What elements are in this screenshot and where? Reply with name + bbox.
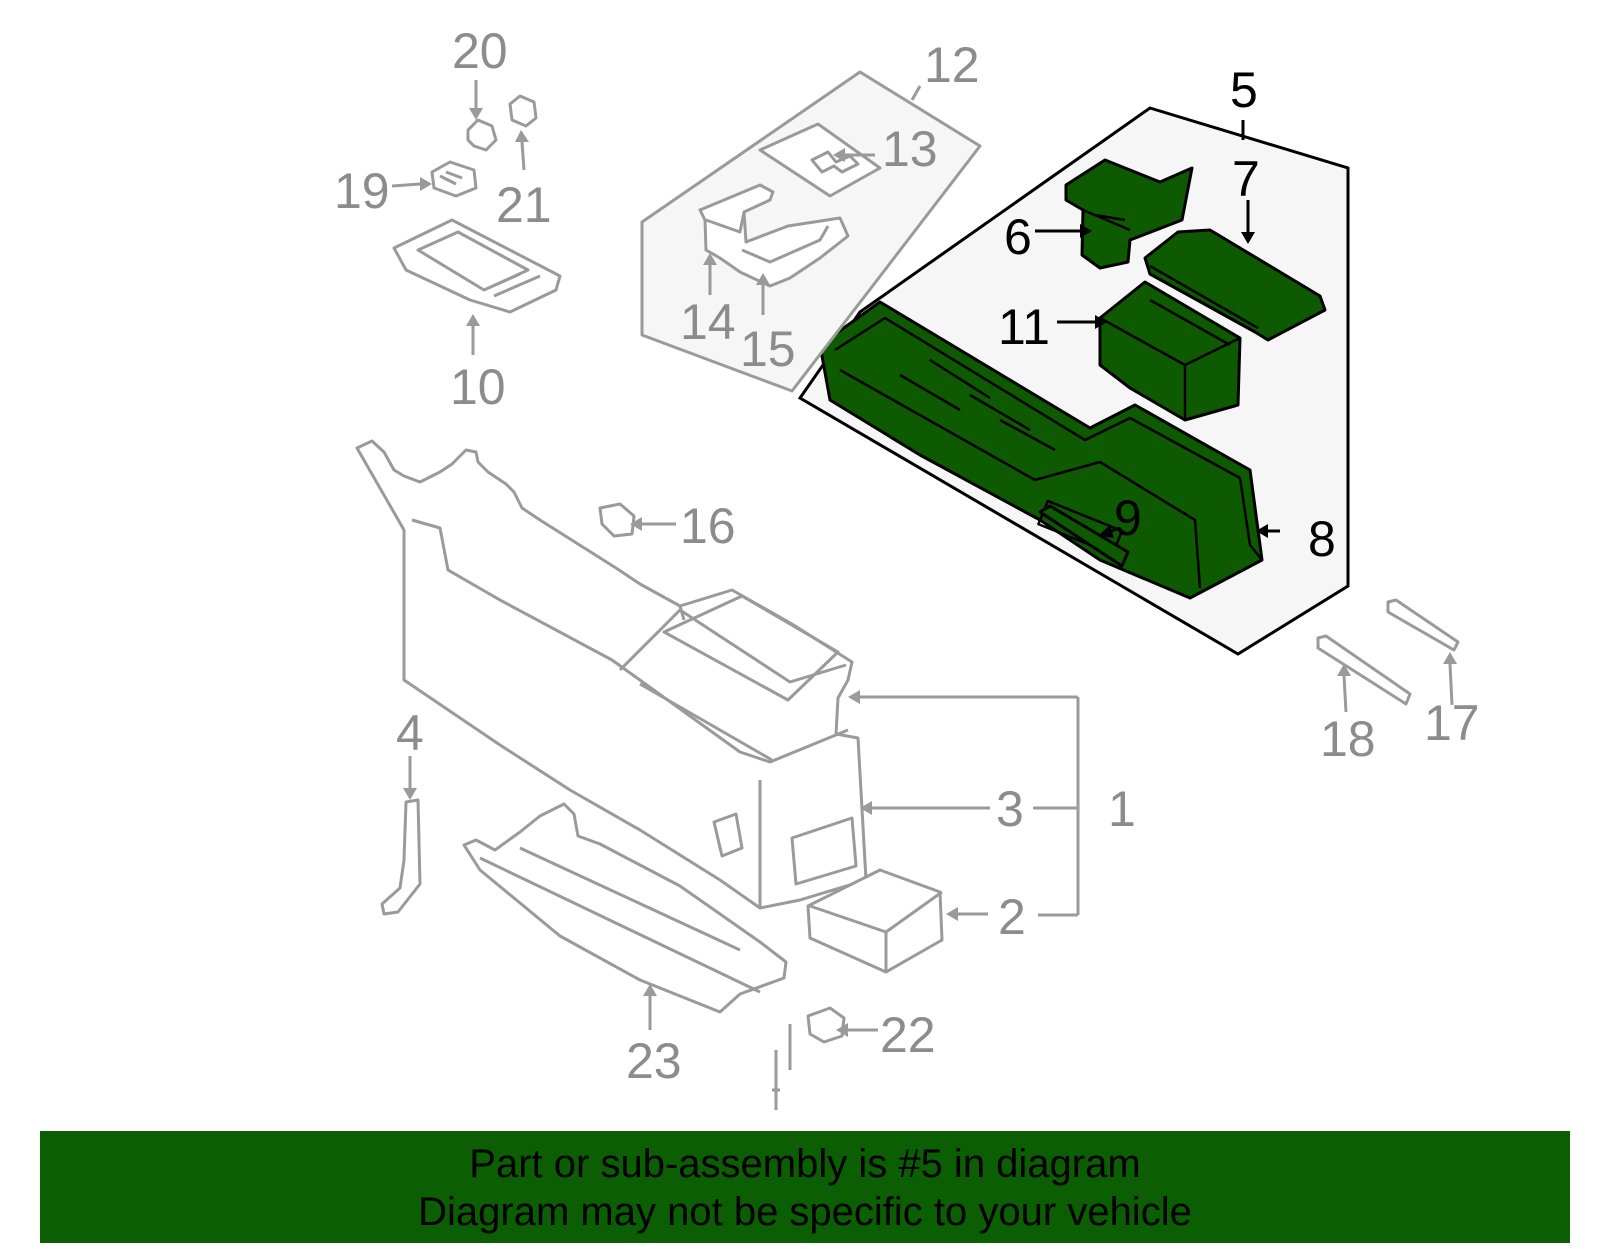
callout-5: 5 [1230, 62, 1258, 118]
callout-2: 2 [998, 889, 1026, 945]
footer-line-1: Part or sub-assembly is #5 in diagram [469, 1142, 1141, 1186]
callout-23: 23 [626, 1033, 682, 1089]
callout-6: 6 [1004, 209, 1032, 265]
callout-4: 4 [396, 705, 424, 761]
callout-8: 8 [1308, 511, 1336, 567]
part-3-console-body[interactable] [355, 439, 868, 910]
part-14-15[interactable] [698, 183, 850, 288]
parts-17-18-strips[interactable] [1316, 598, 1460, 706]
group-12-leaders [703, 148, 875, 315]
callout-12: 12 [924, 37, 980, 93]
part-11-storage-bin[interactable] [1098, 280, 1242, 422]
part-23-tray[interactable] [462, 802, 788, 1014]
part-13[interactable] [758, 122, 882, 198]
footer-line-2: Diagram may not be specific to your vehi… [418, 1190, 1192, 1234]
callout-22: 22 [880, 1007, 936, 1063]
part-7-armrest-lid[interactable] [1143, 228, 1327, 342]
callout-16: 16 [680, 498, 736, 554]
callout-11: 11 [998, 299, 1050, 355]
callout-1: 1 [1108, 781, 1136, 837]
callout-21: 21 [496, 177, 552, 233]
part-20-switch[interactable] [466, 118, 498, 152]
callout-20: 20 [452, 23, 508, 79]
callout-17: 17 [1424, 695, 1480, 751]
upper-left-leaders [391, 80, 529, 355]
part-8-console-base[interactable] [818, 300, 1264, 600]
part-22-lock-cylinder[interactable] [772, 1006, 846, 1110]
callout-10: 10 [450, 359, 506, 415]
callout-18: 18 [1320, 711, 1376, 767]
part-6-cup-holder[interactable] [1064, 158, 1194, 270]
footer-banner: Part or sub-assembly is #5 in diagram Di… [40, 1131, 1570, 1243]
group-5-leaders [1035, 120, 1280, 538]
part-2-ashtray[interactable] [806, 868, 944, 974]
part-21-switch[interactable] [508, 94, 538, 128]
callout-19: 19 [334, 163, 390, 219]
part-19-switch[interactable] [430, 160, 478, 198]
callout-7: 7 [1232, 151, 1260, 207]
callout-3: 3 [996, 781, 1024, 837]
callout-13: 13 [882, 121, 938, 177]
callout-14: 14 [680, 294, 736, 350]
part-9-trim[interactable] [1038, 504, 1130, 568]
part-10-switch-panel[interactable] [392, 218, 562, 314]
callout-15: 15 [740, 321, 796, 377]
part-4-bracket[interactable] [380, 798, 422, 916]
lower-leaders [403, 517, 1457, 1037]
callout-9: 9 [1114, 490, 1142, 546]
part-16-clip[interactable] [598, 502, 636, 538]
